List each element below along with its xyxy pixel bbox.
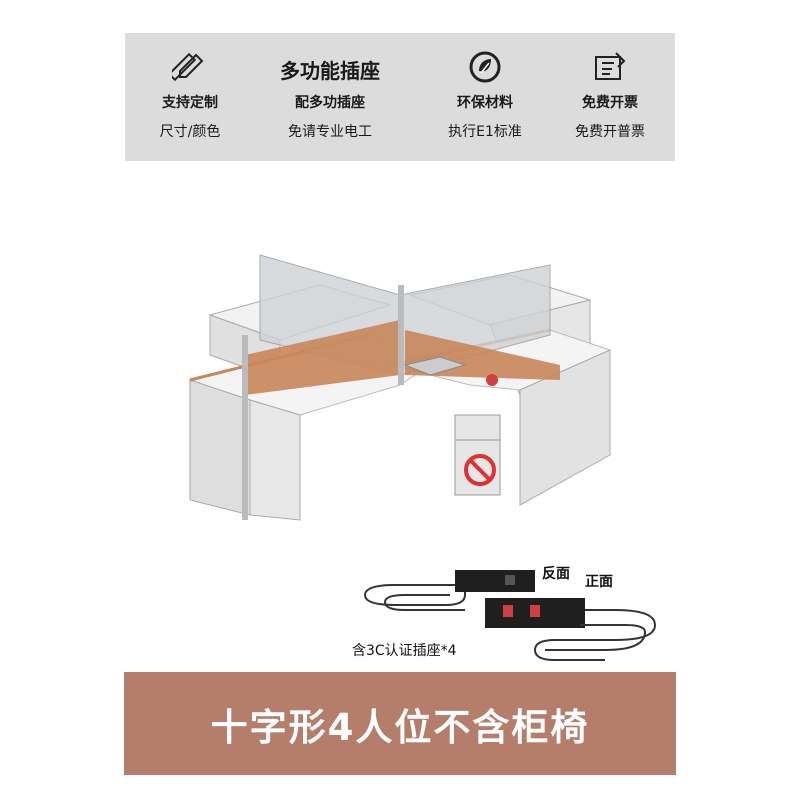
feature-desc: 免请专业电工 [288, 124, 372, 140]
product-banner: 十字形4人位不含柜椅 [124, 672, 676, 775]
banner-text: 十字形4人位不含柜椅 [210, 705, 590, 749]
feature-title: 环保材料 [457, 95, 513, 111]
ruler-pencil-icon [172, 52, 204, 82]
feature-bar: 支持定制 尺寸/颜色 多功能插座 配多功插座 免请专业电工 环保材料 执行E1标… [125, 33, 675, 161]
feature-title: 支持定制 [162, 95, 218, 111]
eco-leaf-icon [469, 51, 501, 83]
feature-title: 免费开票 [582, 95, 638, 111]
front-label: 正面 [585, 574, 613, 590]
feature-desc: 执行E1标准 [448, 124, 522, 140]
back-label: 反面 [542, 566, 570, 582]
invoice-icon [595, 52, 626, 80]
cross-desk-image [188, 254, 612, 521]
feature-desc: 免费开普票 [575, 124, 645, 140]
power-strip-image [363, 570, 657, 661]
socket-caption: 含3C认证插座*4 [352, 643, 457, 659]
feature-desc: 尺寸/颜色 [159, 124, 221, 140]
feature-subtitle: 配多功插座 [295, 95, 365, 111]
feature-title: 多功能插座 [280, 59, 380, 83]
